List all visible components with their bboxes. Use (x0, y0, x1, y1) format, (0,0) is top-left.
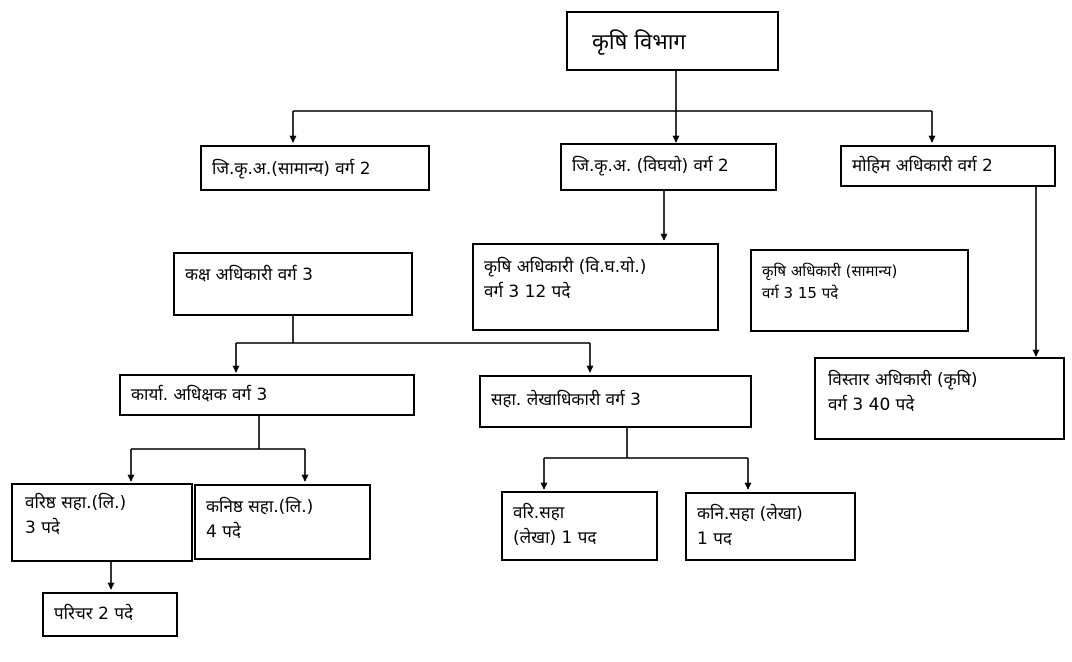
node-krishi-adhikari-samanya: कृषि अधिकारी (सामान्य) वर्ग 3 15 पदे (750, 249, 969, 332)
node-kanishth-sahayak: कनिष्ठ सहा.(लि.) 4 पदे (194, 484, 371, 560)
node-label-line-2: वर्ग 3 12 पदे (484, 281, 571, 302)
node-krishi-vibhag: कृषि विभाग (566, 11, 779, 71)
node-label-line-1: कृषि अधिकारी (सामान्य) (762, 262, 898, 280)
node-label-line-2: 1 पद (697, 528, 732, 549)
node-label-line-2: वर्ग 3 40 पदे (828, 394, 915, 415)
node-saha-lekhadhikari: सहा. लेखाधिकारी वर्ग 3 (479, 375, 752, 428)
node-label: मोहिम अधिकारी वर्ग 2 (852, 156, 993, 176)
node-varishth-saha-lekha: वरि.सहा (लेखा) 1 पद (501, 491, 658, 561)
node-jka-vighayo: जि.कृ.अ. (विघयो) वर्ग 2 (560, 143, 777, 191)
node-label: कक्ष अधिकारी वर्ग 3 (185, 265, 313, 285)
node-label: सहा. लेखाधिकारी वर्ग 3 (491, 390, 641, 410)
node-label-line-2: (लेखा) 1 पद (513, 527, 597, 548)
node-label: जि.कृ.अ.(सामान्य) वर्ग 2 (212, 159, 371, 179)
node-label: कार्या. अधिक्षक वर्ग 3 (131, 385, 268, 405)
node-varishth-sahayak: वरिष्ठ सहा.(लि.) 3 पदे (11, 483, 193, 562)
node-kanishth-saha-lekha: कनि.सहा (लेखा) 1 पद (685, 492, 856, 561)
node-label-line-1: वरिष्ठ सहा.(लि.) (25, 493, 127, 513)
node-label: कृषि विभाग (592, 30, 686, 55)
node-kaksh-adhikari: कक्ष अधिकारी वर्ग 3 (173, 252, 413, 316)
node-label-line-1: विस्तार अधिकारी (कृषि) (828, 370, 978, 390)
node-label-line-1: कनि.सहा (लेखा) (697, 504, 803, 524)
node-mohim-adhikari: मोहिम अधिकारी वर्ग 2 (840, 145, 1056, 187)
node-label-line-2: 4 पदे (206, 521, 241, 542)
node-parichar: परिचर 2 पदे (42, 592, 178, 637)
node-krishi-adhikari-vighayo: कृषि अधिकारी (वि.घ.यो.) वर्ग 3 12 पदे (472, 243, 719, 331)
node-jka-general: जि.कृ.अ.(सामान्य) वर्ग 2 (200, 145, 430, 191)
node-label: परिचर 2 पदे (54, 604, 134, 624)
node-karyalay-adhikshak: कार्या. अधिक्षक वर्ग 3 (119, 374, 415, 416)
node-label-line-1: कृषि अधिकारी (वि.घ.यो.) (484, 257, 647, 277)
node-label-line-2: 3 पदे (25, 517, 60, 538)
node-label-line-1: कनिष्ठ सहा.(लि.) (206, 497, 314, 517)
node-label-line-1: वरि.सहा (513, 503, 565, 523)
node-vistar-adhikari: विस्तार अधिकारी (कृषि) वर्ग 3 40 पदे (814, 357, 1065, 440)
node-label-line-2: वर्ग 3 15 पदे (762, 283, 839, 302)
node-label: जि.कृ.अ. (विघयो) वर्ग 2 (572, 156, 729, 176)
